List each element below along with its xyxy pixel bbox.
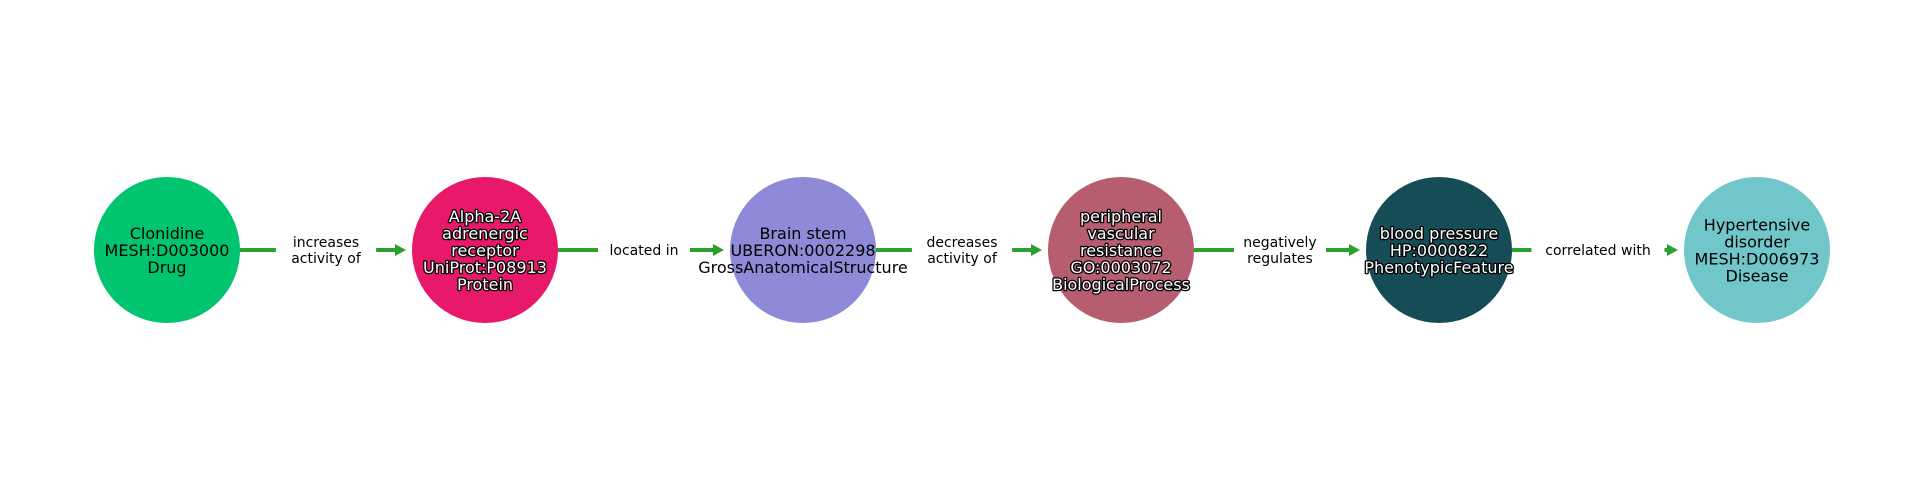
node-label-line: disorder: [1724, 233, 1790, 252]
node-label-line: UBERON:0002298: [730, 241, 875, 260]
node-label-line: MESH:D003000: [105, 241, 230, 260]
edge-label-background: [598, 239, 690, 261]
node-label-line: HP:0000822: [1390, 241, 1488, 260]
arrowhead: [713, 244, 724, 256]
node-circle: [412, 177, 558, 323]
node-label-line: Hypertensive: [1704, 216, 1810, 235]
node-label-line: blood pressure: [1380, 224, 1499, 243]
edge-label-line: correlated with: [1545, 243, 1650, 259]
edge-label-line: located in: [610, 243, 679, 259]
node-label-line: Protein: [457, 275, 513, 294]
node-label-line: UniProt:P08913: [423, 258, 547, 277]
edge-label-text: located in: [610, 243, 679, 259]
node-label-line: Drug: [147, 258, 186, 277]
node-circle: [1684, 177, 1830, 323]
edge-label: correlated with: [1531, 239, 1665, 261]
edge-label-text: correlated with: [1545, 243, 1650, 259]
node-label-line: Brain stem: [759, 224, 846, 243]
edge-label-line: negatively: [1243, 235, 1316, 251]
node-label-line: Alpha-2A: [449, 207, 521, 226]
arrowhead: [395, 244, 406, 256]
edge-label-background: [911, 231, 1013, 269]
node-label-line: resistance: [1080, 241, 1162, 260]
node-label-line: vascular: [1087, 224, 1155, 243]
node-label-line: Clonidine: [130, 224, 205, 243]
node-label-line: GO:0003072: [1070, 258, 1171, 277]
node-label-line: peripheral: [1080, 207, 1162, 226]
node-label-line: MESH:D006973: [1695, 250, 1820, 269]
arrowhead: [1031, 244, 1042, 256]
node-label-line: BiologicalProcess: [1052, 275, 1190, 294]
node-label-line: adrenergic: [442, 224, 528, 243]
node-label-line: GrossAnatomicalStructure: [698, 258, 908, 277]
edge-label-background: [1234, 231, 1326, 269]
node-circle: [94, 177, 240, 323]
edge-label-line: increases: [293, 235, 359, 251]
edge-label-background: [275, 231, 377, 269]
edge-label-line: regulates: [1247, 251, 1313, 267]
edge-label-line: activity of: [291, 251, 362, 267]
node-label-line: receptor: [451, 241, 519, 260]
node-label-line: PhenotypicFeature: [1364, 258, 1513, 277]
node-circle: [1048, 177, 1194, 323]
node-circle: [1366, 177, 1512, 323]
node-circle: [730, 177, 876, 323]
edge-label-line: activity of: [927, 251, 998, 267]
edge-label-line: decreases: [926, 235, 997, 251]
arrowhead: [1349, 244, 1360, 256]
node-label-line: Disease: [1726, 267, 1789, 286]
arrowhead: [1667, 244, 1678, 256]
edge-label-background: [1531, 239, 1665, 261]
edge-label: located in: [598, 239, 690, 261]
